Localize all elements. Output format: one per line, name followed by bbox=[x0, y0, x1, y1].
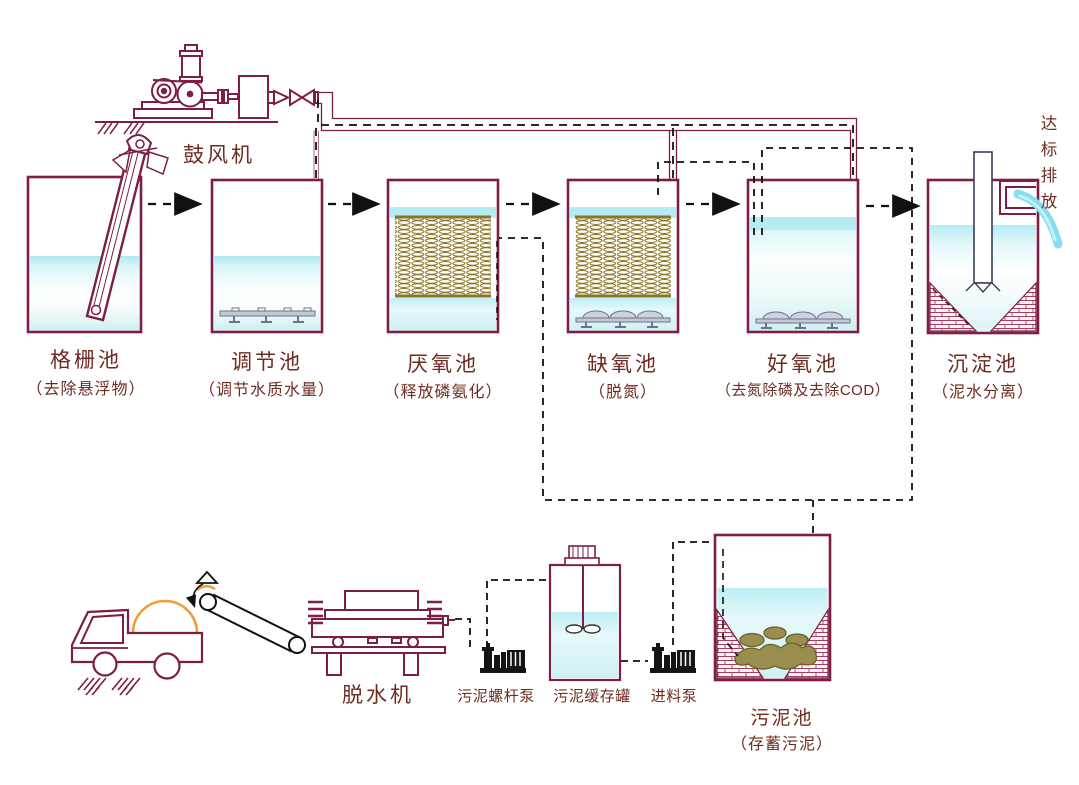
hopper-left bbox=[929, 281, 978, 332]
bio-media-grid bbox=[395, 218, 491, 295]
label-stage-aerobic: 好氧池 bbox=[767, 353, 839, 376]
tank-anoxic-pool bbox=[566, 178, 680, 334]
label-stage-regulating: 调节池 bbox=[231, 351, 303, 374]
label-screw-pump: 污泥螺杆泵 bbox=[457, 688, 535, 705]
diffuser bbox=[755, 311, 851, 329]
label-stage-sedimentation: 沉淀池 bbox=[947, 353, 1019, 376]
tank-anaerobic-pool bbox=[386, 178, 500, 334]
tank-grating-pool bbox=[26, 134, 169, 334]
bar-screen-drawing bbox=[85, 134, 169, 322]
label-stage-anaerobic: 厌氧池 bbox=[407, 353, 479, 376]
label-blower: 鼓风机 bbox=[183, 144, 255, 167]
diffuser bbox=[575, 310, 671, 328]
mixed-liquor-return-line bbox=[657, 161, 755, 235]
sludge-line bbox=[499, 147, 913, 501]
label-dewaterer: 脱水机 bbox=[342, 684, 414, 707]
hopper-right bbox=[989, 281, 1037, 332]
label-stage-grating-desc: （去除悬浮物） bbox=[26, 381, 146, 398]
diffuser bbox=[219, 307, 316, 323]
sludge-handling-lines bbox=[455, 541, 714, 662]
label-discharge: 达标排放 bbox=[1040, 115, 1058, 211]
label-stage-sedimentation-desc: （泥水分离） bbox=[931, 384, 1035, 401]
effluent-weir bbox=[999, 180, 1036, 215]
recycle-and-sludge-lines bbox=[499, 147, 913, 561]
conveyor-drawing bbox=[185, 570, 306, 654]
dewaterer-drawing bbox=[308, 590, 455, 676]
buffer-tank-drawing bbox=[548, 545, 622, 682]
label-stage-anaerobic-desc: （释放磷氨化） bbox=[383, 384, 503, 401]
blower-drawing bbox=[95, 44, 319, 135]
screw-pump-icon bbox=[480, 643, 526, 673]
tank-regulating-pool bbox=[210, 178, 324, 334]
label-buffer-tank: 污泥缓存罐 bbox=[553, 688, 631, 705]
label-stage-anoxic: 缺氧池 bbox=[587, 353, 659, 376]
label-stage-grating: 格栅池 bbox=[50, 349, 122, 372]
label-sludge-pool: 污泥池 bbox=[750, 708, 814, 729]
truck-drawing bbox=[70, 599, 204, 696]
center-feed-pipe bbox=[965, 151, 1001, 294]
sludge-mound bbox=[131, 599, 199, 634]
label-stage-aerobic-desc: （去氮除磷及去除COD） bbox=[715, 382, 891, 399]
flow-arrows bbox=[148, 192, 921, 218]
sludge-pool-drawing bbox=[713, 533, 832, 682]
label-feed-pump: 进料泵 bbox=[650, 688, 698, 705]
stored-sludge bbox=[734, 626, 818, 670]
tank-sedimentation-pool bbox=[926, 151, 1063, 335]
mixer bbox=[564, 545, 601, 634]
label-sludge-pool-desc: （存蓄污泥） bbox=[730, 736, 834, 753]
label-stage-anoxic-desc: （脱氮） bbox=[588, 384, 658, 401]
tank-aerobic-pool bbox=[746, 178, 860, 334]
feed-pump-icon bbox=[650, 643, 696, 673]
label-stage-regulating-desc: （调节水质水量） bbox=[198, 382, 336, 399]
bio-media-grid bbox=[575, 218, 671, 295]
